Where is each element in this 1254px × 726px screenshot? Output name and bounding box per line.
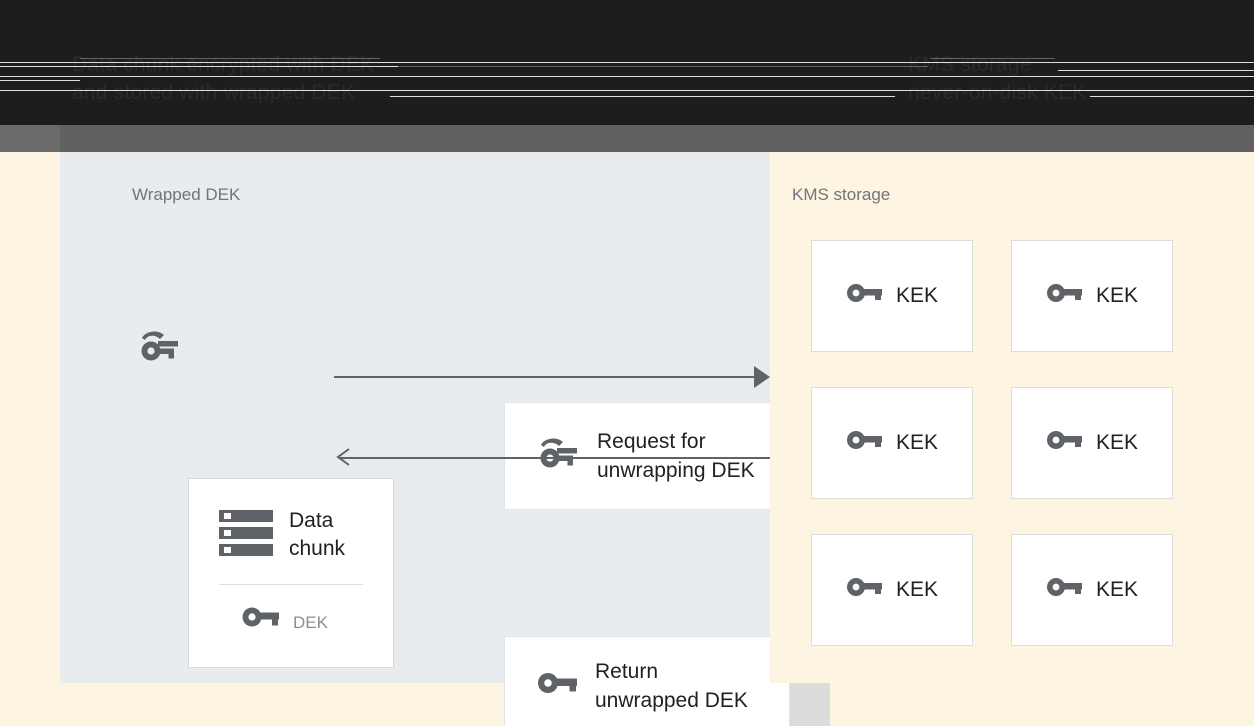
kek-box[interactable]: KEK	[811, 387, 973, 499]
obscured-caption-right-line1: KMS storage	[908, 53, 1032, 76]
request-arrow-head	[754, 366, 770, 388]
key-icon	[1046, 282, 1082, 311]
data-chunk-dek-row: DEK	[189, 585, 393, 638]
key-icon	[241, 607, 279, 638]
kek-label: KEK	[1095, 284, 1139, 307]
kek-box[interactable]: KEK	[1011, 240, 1173, 352]
request-arrow-line	[334, 376, 768, 378]
kek-box[interactable]: KEK	[811, 240, 973, 352]
dek-label: DEK	[293, 612, 328, 632]
return-arrow-line	[340, 457, 770, 459]
obscured-caption-right-line2: never-on-disk KEK	[908, 81, 1087, 104]
kek-label: KEK	[895, 431, 939, 454]
scanline	[1090, 96, 1254, 97]
data-chunk-title: Data chunk	[289, 509, 346, 560]
kek-box[interactable]: KEK	[811, 534, 973, 646]
key-icon	[846, 282, 882, 311]
wrapped-dek-panel: Wrapped DEK Data chunk	[60, 152, 830, 726]
kms-storage-heading: KMS storage	[792, 185, 891, 204]
kek-label: KEK	[1095, 578, 1139, 601]
kek-grid: KEK KEK KEK	[811, 240, 1173, 646]
scanline	[0, 66, 398, 67]
card-divider	[219, 584, 363, 585]
scanline	[80, 58, 380, 59]
scanline	[398, 66, 928, 67]
secondary-toolbar	[0, 125, 1254, 152]
return-unwrapped-label: Return unwrapped DEK	[595, 660, 748, 712]
scanline	[0, 90, 1254, 91]
kek-label: KEK	[895, 284, 939, 307]
obscured-caption-left-line1: Data chunk encrypted with DEK	[72, 53, 375, 76]
obscured-caption-left-line2: and stored with wrapped DEK	[72, 81, 356, 104]
wrapped-dek-heading: Wrapped DEK	[132, 185, 241, 204]
key-icon	[1046, 429, 1082, 458]
scanline	[930, 58, 1055, 59]
scanline	[1058, 70, 1254, 71]
wrapped-key-icon	[537, 437, 579, 476]
key-icon	[846, 429, 882, 458]
scanline	[0, 62, 1254, 63]
scanline	[0, 80, 80, 81]
data-chunk-header: Data chunk	[189, 479, 393, 563]
toolbar-left-notch	[0, 125, 60, 152]
key-icon	[846, 576, 882, 605]
kek-label: KEK	[1095, 431, 1139, 454]
kek-label: KEK	[895, 578, 939, 601]
request-unwrap-label: Request for unwrapping DEK	[597, 430, 755, 482]
return-arrow-head	[336, 448, 350, 466]
key-icon	[537, 670, 577, 703]
key-icon	[1046, 576, 1082, 605]
obscured-title-bar: Data chunk encrypted with DEK and stored…	[0, 0, 1254, 125]
kek-box[interactable]: KEK	[1011, 387, 1173, 499]
data-chunk-card[interactable]: Data chunk DEK	[188, 478, 394, 668]
wrapped-key-icon	[138, 330, 180, 369]
scanline	[390, 96, 895, 97]
scanline	[0, 76, 1254, 77]
kek-box[interactable]: KEK	[1011, 534, 1173, 646]
return-unwrapped-card[interactable]: Return unwrapped DEK	[504, 636, 790, 726]
request-unwrap-card[interactable]: Request for unwrapping DEK	[504, 402, 790, 510]
server-stack-icon	[219, 509, 273, 562]
